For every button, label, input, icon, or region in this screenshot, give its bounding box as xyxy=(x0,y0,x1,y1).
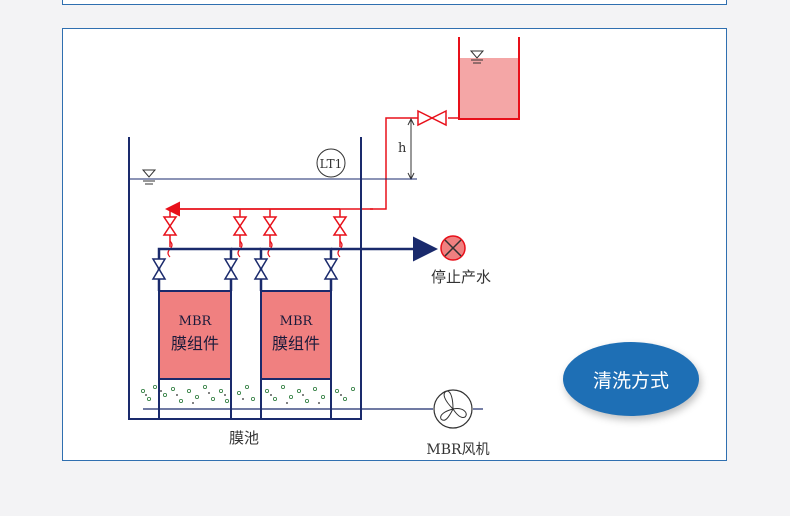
membrane-module-1: MBR 膜组件 xyxy=(158,290,232,380)
water-level-icon xyxy=(141,169,157,185)
membrane-tank-label: 膜池 xyxy=(229,429,259,447)
blue-valves xyxy=(151,258,339,280)
diagram-panel: h LT1 xyxy=(62,28,727,461)
blower-label: MBR风机 xyxy=(426,442,489,458)
backwash-tank xyxy=(458,37,520,120)
membrane-tank xyxy=(128,137,362,420)
module-legs xyxy=(158,379,332,419)
height-mark-label: h xyxy=(398,141,407,156)
backwash-distribution xyxy=(169,208,341,247)
top-panel xyxy=(62,0,727,5)
backwash-pipe xyxy=(165,109,459,217)
aeration-bubble-dots xyxy=(145,390,342,404)
cleaning-method-button[interactable]: 清洗方式 xyxy=(563,342,699,416)
aeration-bubbles xyxy=(141,384,355,403)
level-sensor-label: LT1 xyxy=(320,157,343,171)
module-2-label-name: 膜组件 xyxy=(272,334,320,353)
red-valves xyxy=(162,216,348,236)
membrane-module-2: MBR 膜组件 xyxy=(260,290,332,380)
permeate-pipe xyxy=(157,236,438,291)
mbr-cleaning-diagram: h LT1 xyxy=(128,37,520,458)
stop-production-label: 停止产水 xyxy=(431,268,491,286)
module-1-label-name: 膜组件 xyxy=(171,334,219,353)
module-1-label-mbr: MBR xyxy=(179,314,213,329)
height-mark xyxy=(407,117,415,181)
module-2-label-mbr: MBR xyxy=(280,314,314,329)
level-sensor-icon xyxy=(316,148,346,178)
blower-icon xyxy=(433,389,473,429)
stop-indicator-icon xyxy=(440,235,466,261)
